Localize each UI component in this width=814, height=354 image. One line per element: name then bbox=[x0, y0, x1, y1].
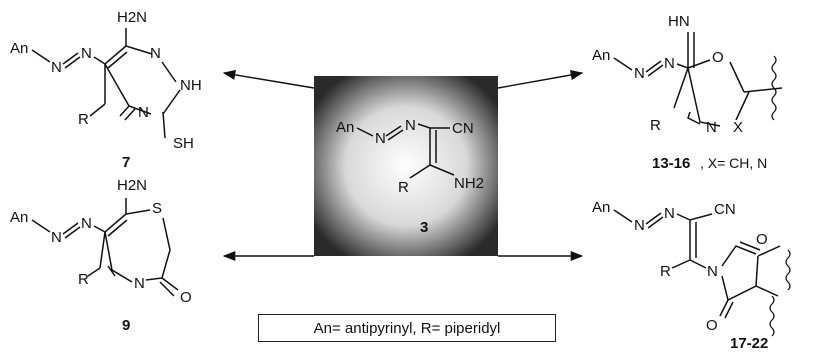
compound-17-22: An N N CN R N O O 17-22 bbox=[592, 199, 791, 352]
atom-n: N bbox=[375, 130, 386, 147]
atom-an: An bbox=[592, 199, 610, 216]
atom-n: N bbox=[134, 275, 145, 292]
compound-number: 3 bbox=[420, 219, 428, 236]
compound-number: 9 bbox=[122, 317, 130, 334]
compound-3: An N N CN R NH2 3 bbox=[314, 76, 498, 256]
atom-r: R bbox=[78, 271, 89, 288]
center-highlight-box bbox=[314, 76, 498, 256]
atom-n: N bbox=[405, 117, 416, 134]
atom-n: N bbox=[51, 59, 62, 76]
atom-r: R bbox=[78, 111, 89, 128]
atom-o: O bbox=[706, 317, 718, 334]
atom-nh2: NH2 bbox=[454, 175, 484, 192]
wavy-bond bbox=[769, 249, 791, 337]
atom-an: An bbox=[592, 47, 610, 64]
wavy-bond bbox=[771, 55, 777, 121]
compound-9: H2N An N N S N O R 9 bbox=[10, 177, 192, 334]
atom-r: R bbox=[398, 179, 409, 196]
atom-n: N bbox=[634, 65, 645, 82]
arrow-to-compound-13-16 bbox=[497, 70, 584, 89]
arrow-to-compound-7 bbox=[222, 69, 315, 89]
atom-o: O bbox=[712, 49, 724, 66]
atom-n: N bbox=[634, 217, 645, 234]
atom-n: N bbox=[81, 215, 92, 232]
legend-box: An= antipyrinyl, R= piperidyl bbox=[258, 314, 556, 342]
atom-nh: NH bbox=[180, 77, 202, 94]
atom-n: N bbox=[81, 45, 92, 62]
atom-n: N bbox=[706, 119, 717, 136]
compound-caption: , X= CH, N bbox=[700, 155, 767, 171]
atom-sh: SH bbox=[173, 135, 194, 152]
atom-o: O bbox=[756, 231, 768, 248]
atom-n: N bbox=[664, 55, 675, 72]
atom-h2n: H2N bbox=[117, 9, 147, 26]
atom-r: R bbox=[650, 117, 661, 134]
compound-number: 7 bbox=[122, 154, 130, 171]
atom-cn: CN bbox=[452, 120, 474, 137]
atom-n: N bbox=[707, 263, 718, 280]
atom-n: N bbox=[51, 229, 62, 246]
atom-cn: CN bbox=[714, 201, 736, 218]
atom-an: An bbox=[336, 119, 354, 136]
compound-number: 17-22 bbox=[730, 335, 768, 352]
atom-n: N bbox=[150, 45, 161, 62]
atom-n: N bbox=[138, 104, 149, 121]
compound-13-16: HN An N N O N X R 13-16 , X= CH, N bbox=[592, 13, 783, 172]
atom-h2n: H2N bbox=[117, 177, 147, 194]
atom-hn: HN bbox=[668, 13, 690, 30]
atom-an: An bbox=[10, 40, 28, 57]
atom-an: An bbox=[10, 209, 28, 226]
atom-x: X bbox=[733, 119, 743, 136]
compound-7: H2N An N N N NH N SH R 7 bbox=[10, 9, 202, 171]
compound-number: 13-16 bbox=[652, 155, 690, 172]
atom-o: O bbox=[180, 289, 192, 306]
atom-n: N bbox=[664, 205, 675, 222]
atom-s: S bbox=[152, 200, 162, 217]
atom-r: R bbox=[660, 263, 671, 280]
